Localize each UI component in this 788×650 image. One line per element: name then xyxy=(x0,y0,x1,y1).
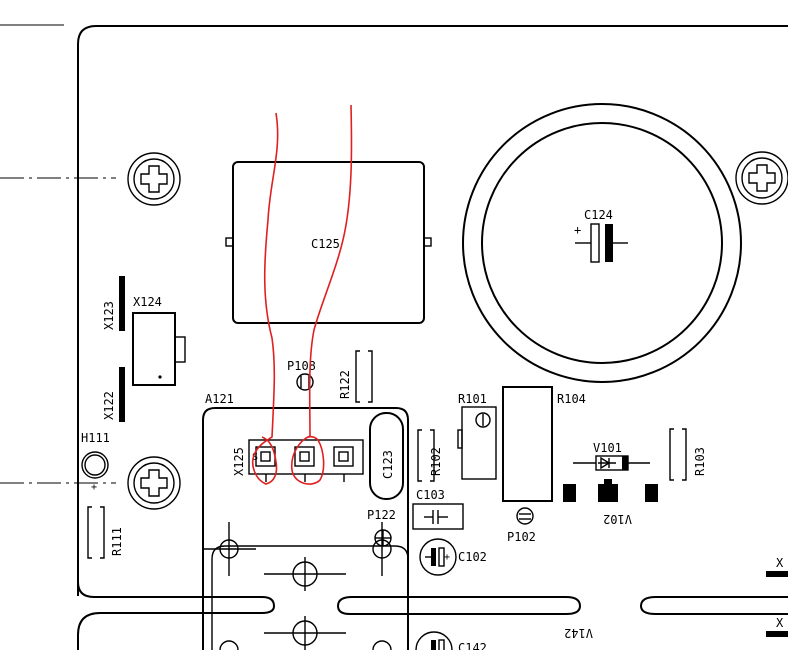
test-point-p102: P102 xyxy=(507,507,536,544)
label-c123: C123 xyxy=(381,450,395,479)
polarized-capacitor-icon: + xyxy=(574,223,628,263)
diode-v101: V101 xyxy=(573,441,650,471)
diode-icon xyxy=(598,456,616,470)
resistor-r122: R122 xyxy=(338,350,373,403)
led-h111: + H111 xyxy=(81,431,110,493)
label-r101: R101 xyxy=(458,392,487,406)
label-x-right-bottom: X xyxy=(776,616,784,630)
capacitor-c125: C125 xyxy=(225,161,432,324)
label-c125: C125 xyxy=(311,237,340,251)
board-outline-bottom-left xyxy=(77,560,276,650)
label-v102: V102 xyxy=(603,512,632,526)
label-x123: X123 xyxy=(102,301,116,330)
board-outline xyxy=(77,25,788,596)
label-v142: V142 xyxy=(564,626,593,640)
label-p108: P108 xyxy=(287,359,316,373)
label-h111: H111 xyxy=(81,431,110,445)
capacitor-c142: C142 xyxy=(415,631,487,650)
label-c102: C102 xyxy=(458,550,487,564)
capacitor-c102: + C102 xyxy=(419,538,487,576)
label-p102: P102 xyxy=(507,530,536,544)
label-x124: X124 xyxy=(133,295,162,309)
label-p122: P122 xyxy=(367,508,396,522)
connector-x123: X123 xyxy=(102,276,125,331)
board-slot-right xyxy=(639,596,788,615)
label-v101: V101 xyxy=(593,441,622,455)
label-x-right-top: X xyxy=(776,556,784,570)
resistor-r103: R103 xyxy=(669,428,707,481)
label-r104: R104 xyxy=(557,392,586,406)
capacitor-c124: + C124 xyxy=(462,103,742,383)
screw-head-icon xyxy=(127,456,181,510)
board-slot-middle xyxy=(336,596,582,615)
svg-text:+: + xyxy=(91,482,97,493)
label-r111: R111 xyxy=(110,527,124,556)
test-point-p108: P108 xyxy=(287,359,316,391)
connector-x125: S X125 xyxy=(232,439,364,482)
module-a121: A121 xyxy=(202,392,409,650)
connector-x124: X124 xyxy=(132,295,186,386)
resistor-r111: R111 xyxy=(87,506,124,559)
screw-head-icon xyxy=(735,151,788,205)
screw-head-icon xyxy=(127,152,181,206)
connector-x-right-top: X xyxy=(766,556,788,577)
capacitor-c103: C103 xyxy=(412,488,464,530)
connector-x122: X122 xyxy=(102,367,125,422)
annotation-wires xyxy=(251,104,353,485)
svg-text:+: + xyxy=(444,552,450,563)
label-r122: R122 xyxy=(338,370,352,399)
label-r102: R102 xyxy=(429,447,443,476)
label-r103: R103 xyxy=(693,447,707,476)
label-a121: A121 xyxy=(205,392,234,406)
capacitor-c123: C123 xyxy=(369,412,404,500)
annotation-wire-right xyxy=(290,104,353,485)
transistor-v102: V102 xyxy=(563,479,658,526)
annotation-wire-left xyxy=(251,112,279,485)
trimmer-r101: R101 xyxy=(457,392,497,480)
svg-text:+: + xyxy=(574,223,581,237)
label-c142-partial: C142 xyxy=(458,641,487,650)
label-c103: C103 xyxy=(416,488,445,502)
connector-x-right-bottom: X xyxy=(766,616,788,637)
mounting-plate xyxy=(202,522,409,650)
resistor-r102: R102 xyxy=(417,429,443,482)
label-x122: X122 xyxy=(102,391,116,420)
resistor-r104: R104 xyxy=(502,386,586,502)
svg-text:S: S xyxy=(252,452,258,463)
label-x125: X125 xyxy=(232,447,246,476)
label-c124: C124 xyxy=(584,208,613,222)
